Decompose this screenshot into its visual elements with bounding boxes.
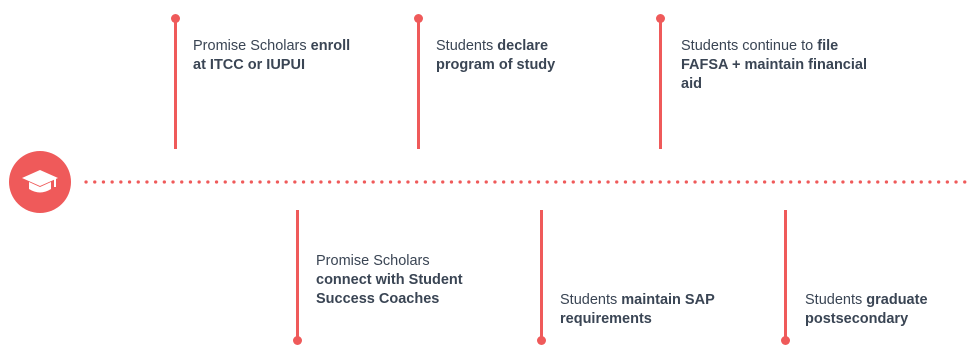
- milestone-4-label: Students maintain SAP requirements: [560, 291, 730, 329]
- milestone-4-prefix: Students: [560, 292, 618, 308]
- milestone-1-stem: [171, 14, 180, 149]
- milestone-5-label: Students continue to file FAFSA + mainta…: [681, 37, 886, 94]
- milestone-2-stem: [293, 210, 302, 345]
- milestone-1-highlight: enroll at ITCC or IUPUI: [193, 38, 351, 73]
- milestone-1-dot: [171, 14, 180, 23]
- milestone-4-stem: [537, 210, 546, 345]
- milestone-2-highlight: connect with Student Success Coaches: [316, 272, 463, 307]
- milestone-1-prefix: Promise Scholars: [193, 38, 307, 54]
- milestone-6-label: Students graduate postsecondary: [805, 291, 970, 329]
- milestone-6-prefix: Students: [805, 292, 863, 308]
- milestone-5-highlight: file FAFSA + maintain financial aid: [681, 38, 867, 92]
- milestone-6-highlight: graduate postsecondary: [805, 292, 928, 327]
- milestone-1-label: Promise Scholars enroll at ITCC or IUPUI: [193, 37, 358, 75]
- milestone-3-highlight: declare program of study: [436, 38, 556, 73]
- milestone-3-stem: [414, 14, 423, 149]
- milestone-2-prefix: Promise Scholars: [316, 253, 430, 269]
- milestone-3-dot: [414, 14, 423, 23]
- graduation-cap-icon: [9, 151, 71, 213]
- timeline-axis: [84, 180, 973, 184]
- milestone-3-prefix: Students: [436, 38, 494, 54]
- milestone-5-stem: [656, 14, 665, 149]
- milestone-2-dot: [293, 336, 302, 345]
- milestone-2-label: Promise Scholars connect with Student Su…: [316, 252, 466, 309]
- milestone-6-stem: [781, 210, 790, 345]
- milestone-4-highlight: maintain SAP requirements: [560, 292, 715, 327]
- milestone-5-dot: [656, 14, 665, 23]
- milestone-5-prefix: Students continue to: [681, 38, 814, 54]
- milestone-4-dot: [537, 336, 546, 345]
- milestone-3-label: Students declare program of study: [436, 37, 601, 75]
- milestone-6-dot: [781, 336, 790, 345]
